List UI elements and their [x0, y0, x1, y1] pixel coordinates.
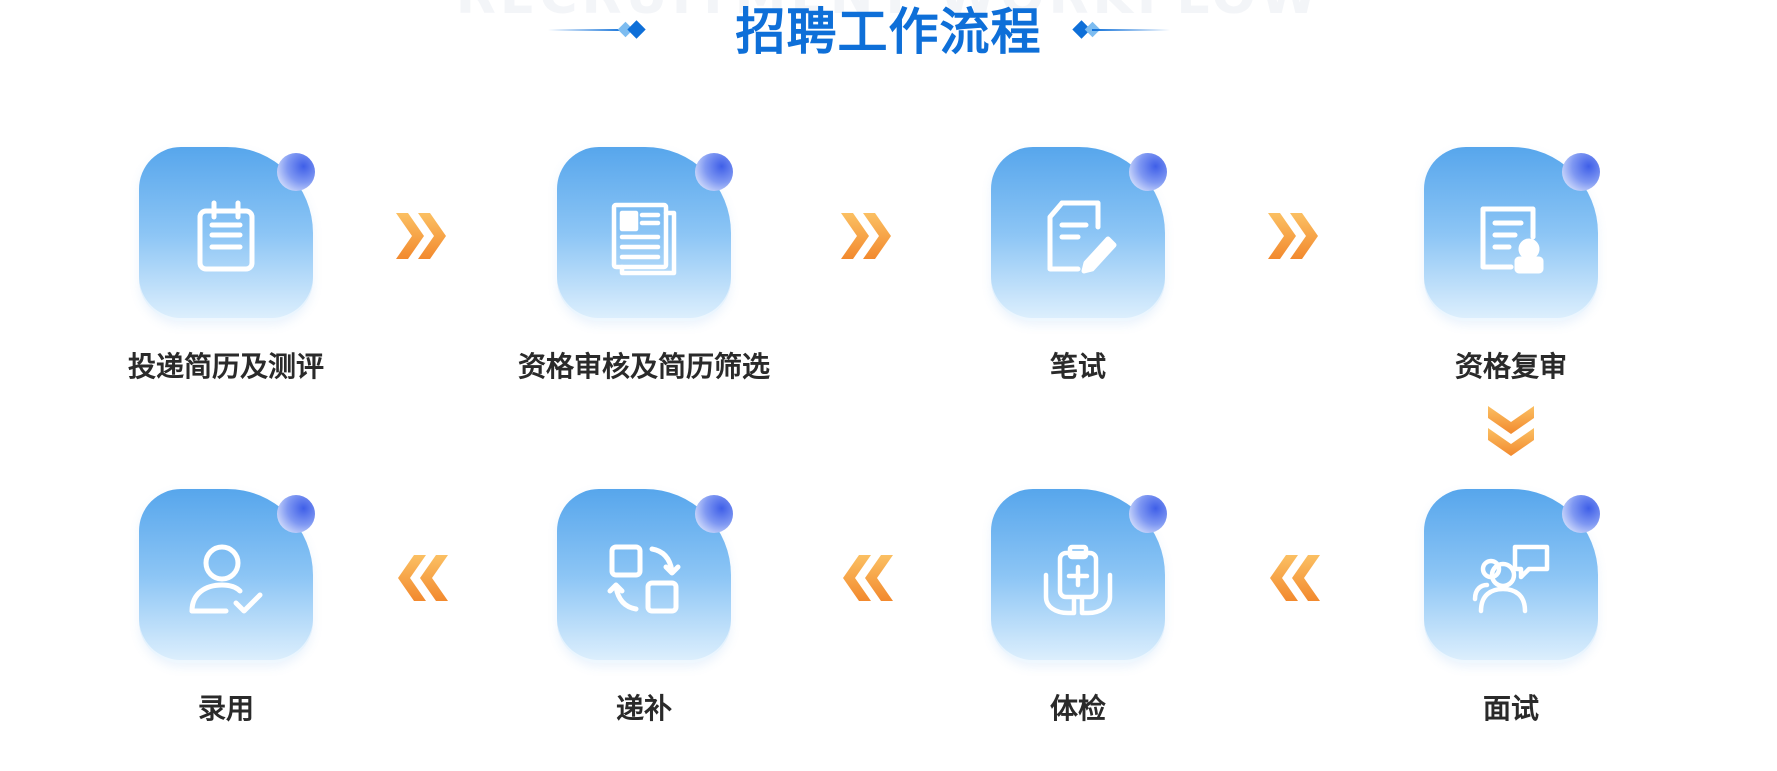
step-tile — [557, 147, 733, 321]
page-title: 招聘工作流程 — [735, 3, 1042, 61]
arrow-left-icon — [839, 553, 895, 603]
tile-orb-decoration — [1129, 153, 1167, 191]
step-tile — [991, 489, 1167, 663]
document-edit-icon — [1038, 197, 1118, 277]
tile-orb-decoration — [277, 495, 315, 533]
step-label: 资格审核及简历筛选 — [517, 350, 770, 383]
step-label: 笔试 — [1049, 350, 1106, 383]
step-submit-resume: 投递简历及测评 — [128, 147, 429, 397]
step-label: 投递简历及测评 — [127, 350, 324, 383]
arrow-right-icon — [1266, 211, 1322, 261]
step-qualification-review: 资格审核及简历筛选 — [518, 147, 847, 397]
tile-orb-decoration — [1562, 495, 1600, 533]
step-medical-exam: 体检 — [991, 489, 1281, 739]
step-tile — [557, 489, 733, 663]
step-tile — [1424, 147, 1600, 321]
step-tile — [139, 147, 315, 321]
arrow-left-icon — [394, 553, 450, 603]
title-decoration-right — [1072, 20, 1170, 39]
medical-checkup-icon — [1038, 539, 1118, 619]
step-label: 体检 — [1049, 692, 1106, 725]
step-written-exam: 笔试 — [991, 147, 1281, 397]
calendar-icon — [186, 197, 266, 277]
certificate-review-icon — [1471, 197, 1551, 277]
header-watermark-text: RECRUITMENT WORKFLOW — [0, 0, 1777, 26]
arrow-down-icon — [1486, 404, 1536, 460]
page-header: RECRUITMENT WORKFLOW 招聘工作流程 — [0, 0, 1777, 70]
step-label: 递补 — [615, 692, 672, 725]
step-label: 面试 — [1482, 692, 1539, 725]
arrow-left-icon — [1266, 553, 1322, 603]
tile-orb-decoration — [277, 153, 315, 191]
step-hire: 录用 — [139, 489, 429, 739]
user-check-icon — [186, 539, 266, 619]
tile-orb-decoration — [1562, 153, 1600, 191]
tile-orb-decoration — [695, 153, 733, 191]
step-label: 资格复审 — [1454, 350, 1567, 383]
title-decoration-left — [548, 20, 646, 39]
step-qualification-recheck: 资格复审 — [1424, 147, 1714, 397]
step-tile — [1424, 489, 1600, 663]
step-substitute: 递补 — [557, 489, 847, 739]
tile-orb-decoration — [1129, 495, 1167, 533]
step-tile — [139, 489, 315, 663]
step-tile — [991, 147, 1167, 321]
step-label: 录用 — [197, 692, 254, 725]
arrow-right-icon — [839, 211, 895, 261]
step-interview: 面试 — [1424, 489, 1714, 739]
interview-chat-icon — [1471, 539, 1551, 619]
resume-document-icon — [604, 197, 684, 277]
swap-replace-icon — [604, 539, 684, 619]
arrow-right-icon — [394, 211, 450, 261]
tile-orb-decoration — [695, 495, 733, 533]
